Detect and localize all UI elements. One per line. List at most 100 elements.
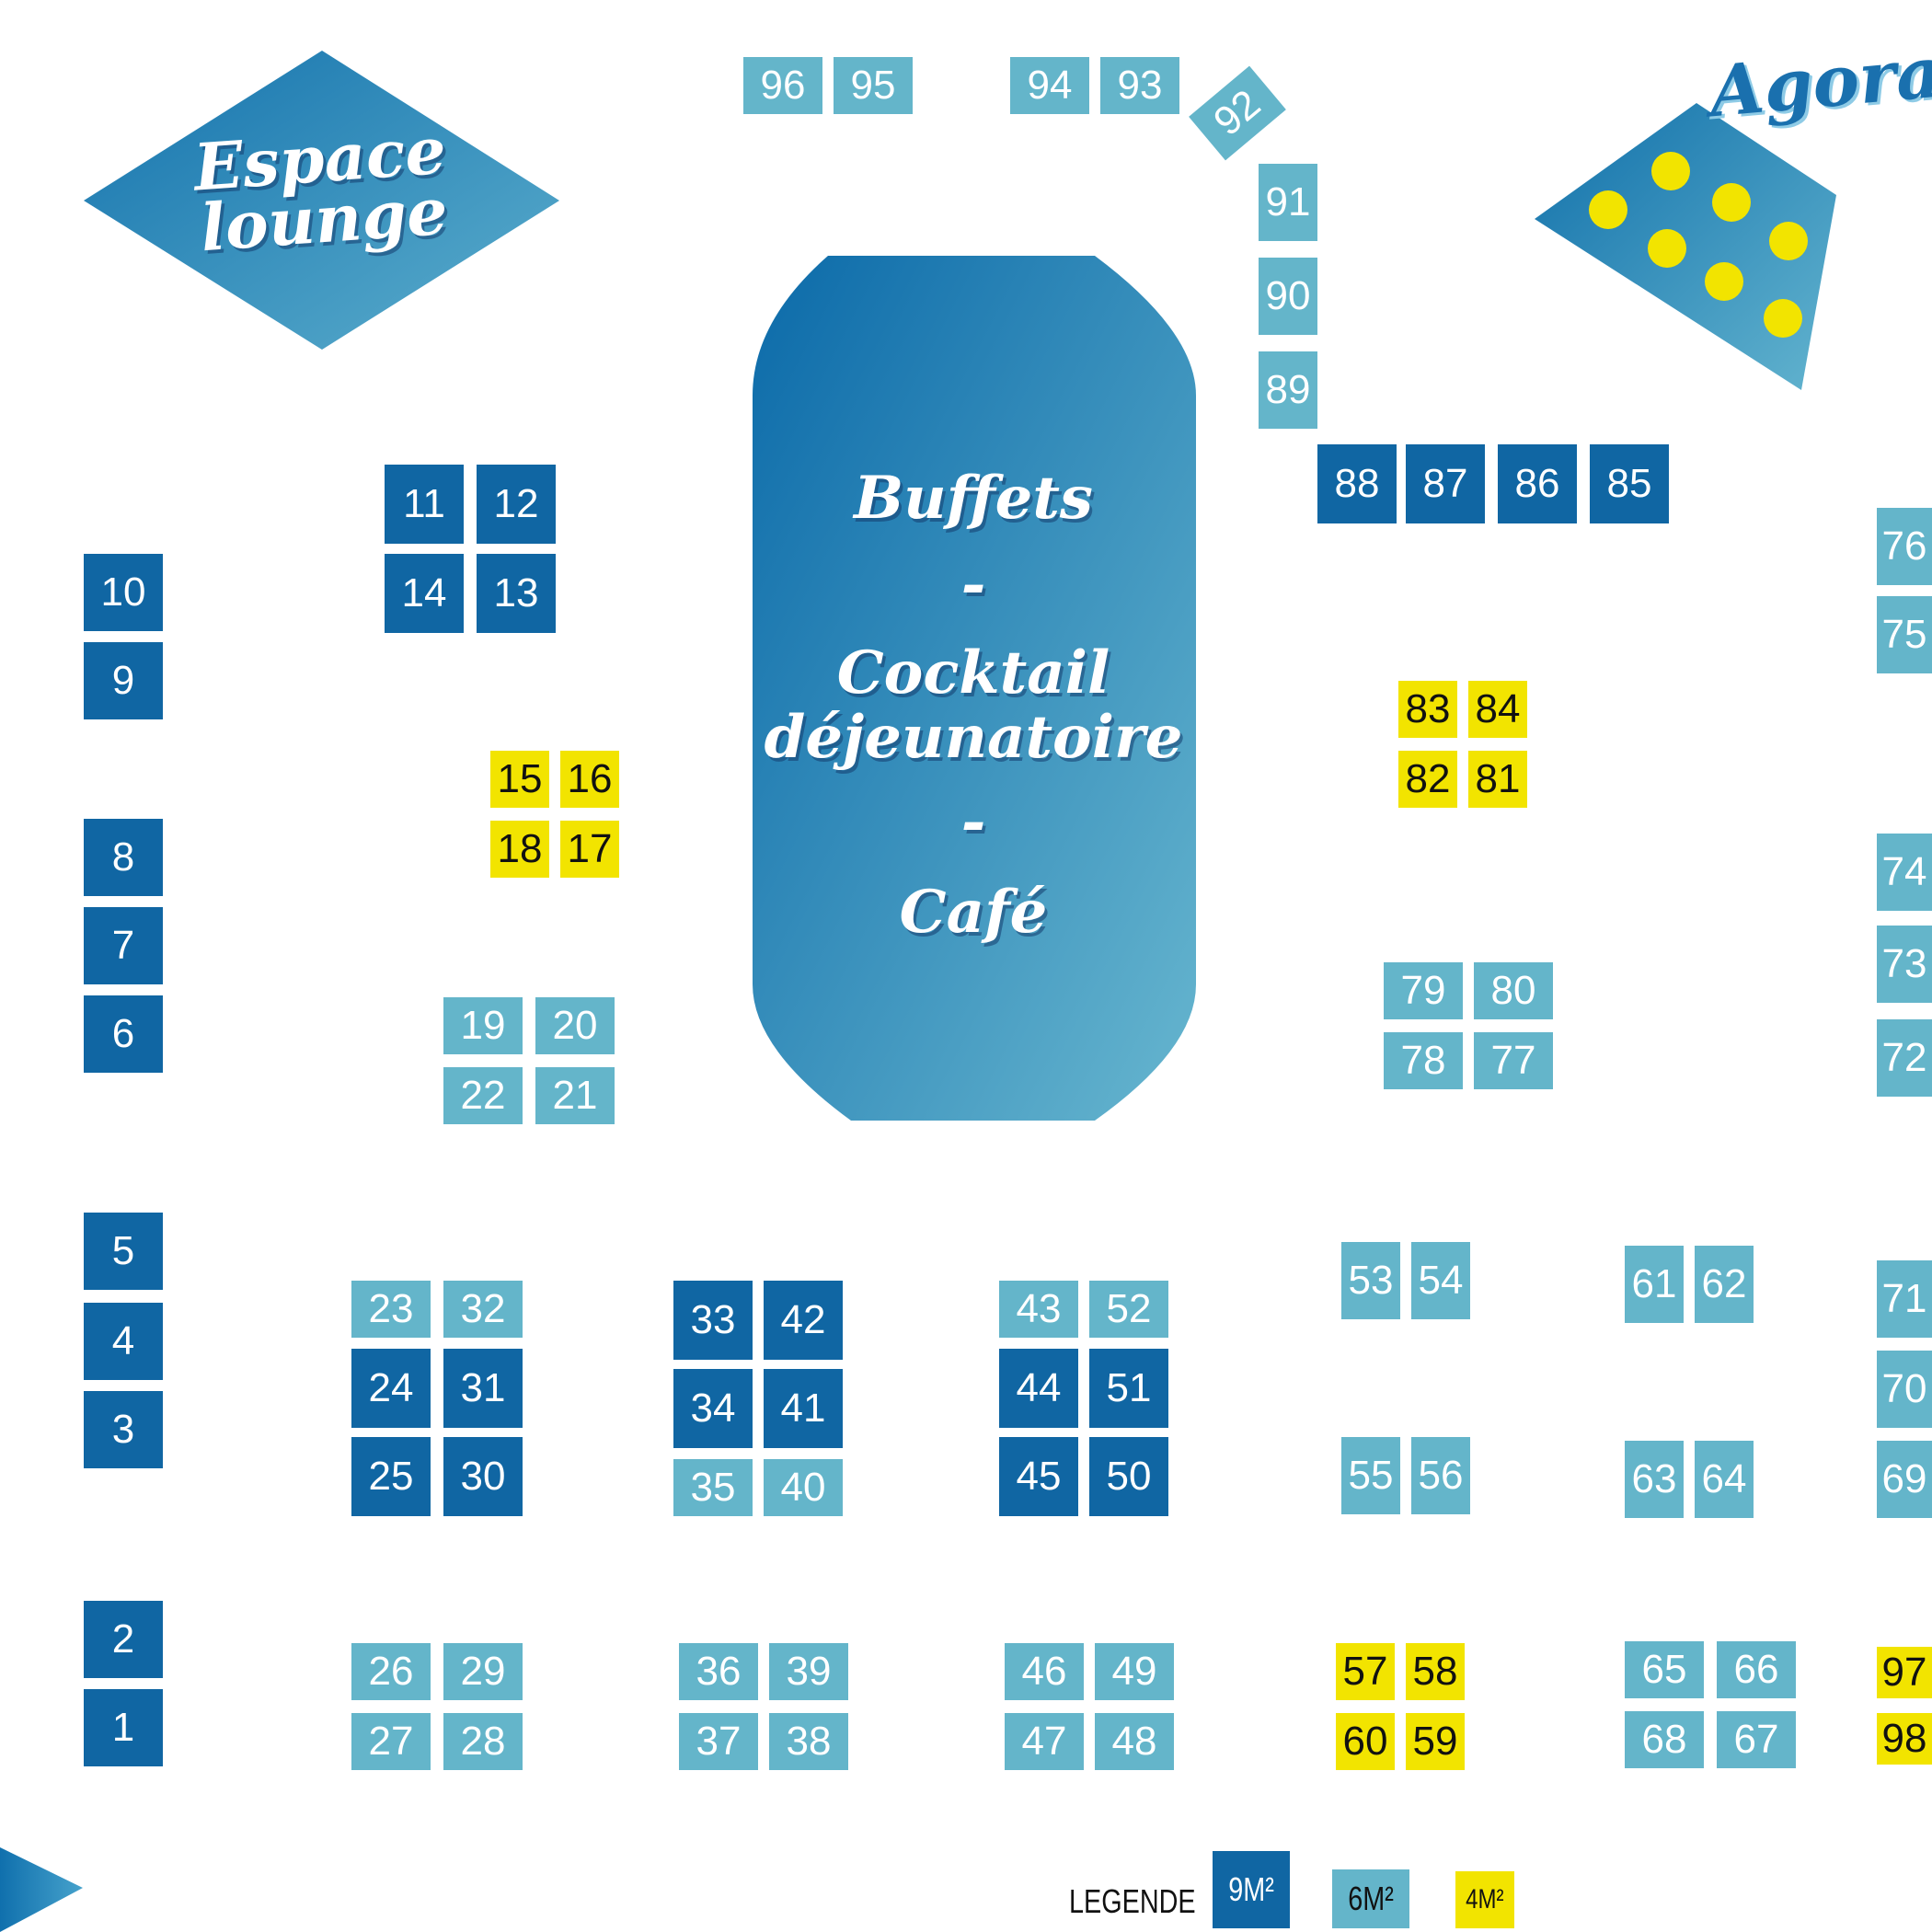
booth-52: 52 (1089, 1281, 1168, 1338)
booth-98: 98 (1877, 1713, 1932, 1765)
booth-7: 7 (84, 907, 163, 984)
booth-39: 39 (769, 1643, 848, 1700)
booth-69: 69 (1877, 1441, 1932, 1518)
legend-9m2: 9M² (1213, 1851, 1290, 1928)
booth-38: 38 (769, 1713, 848, 1770)
booth-80: 80 (1474, 962, 1553, 1019)
booth-82: 82 (1398, 751, 1457, 808)
booth-34: 34 (673, 1369, 753, 1448)
booth-20: 20 (535, 997, 615, 1054)
booth-60: 60 (1336, 1713, 1395, 1770)
booth-68: 68 (1625, 1711, 1704, 1768)
booth-21: 21 (535, 1067, 615, 1124)
agora-seat (1705, 262, 1743, 301)
agora-seat (1764, 299, 1802, 338)
booth-10: 10 (84, 554, 163, 631)
booth-87: 87 (1406, 444, 1485, 523)
booth-32: 32 (443, 1281, 523, 1338)
buffet-zone (753, 256, 1196, 1121)
booth-5: 5 (84, 1213, 163, 1290)
booth-64: 64 (1695, 1441, 1754, 1518)
buffet-label-line3: déjeunatoire (764, 703, 1183, 772)
booth-96: 96 (743, 57, 822, 114)
buffet-label-line2: Cocktail (836, 638, 1110, 707)
agora-seat (1589, 190, 1627, 229)
lounge-zone (84, 51, 559, 350)
buffet-label-line1: Buffets (854, 464, 1093, 533)
legend-4m2-label: 4M² (1466, 1884, 1504, 1915)
booth-93: 93 (1100, 57, 1179, 114)
booth-46: 46 (1005, 1643, 1084, 1700)
booth-88: 88 (1317, 444, 1397, 523)
booth-24: 24 (351, 1349, 431, 1428)
booth-3: 3 (84, 1391, 163, 1468)
booth-14: 14 (385, 554, 464, 633)
booth-97: 97 (1877, 1647, 1932, 1698)
booth-37: 37 (679, 1713, 758, 1770)
booth-8: 8 (84, 819, 163, 896)
booth-1: 1 (84, 1689, 163, 1766)
booth-45: 45 (999, 1437, 1078, 1516)
lounge-label-line2: lounge (198, 172, 451, 267)
agora-label: Agora (1706, 30, 1932, 133)
booth-84: 84 (1468, 681, 1527, 738)
agora-seats (1589, 152, 1808, 338)
booth-79: 79 (1384, 962, 1463, 1019)
booth-59: 59 (1406, 1713, 1465, 1770)
buffet-label-dash2: - (960, 788, 986, 857)
agora-seat (1769, 222, 1808, 260)
booth-55: 55 (1341, 1437, 1400, 1514)
booth-16: 16 (560, 751, 619, 808)
booth-83: 83 (1398, 681, 1457, 738)
booth-74: 74 (1877, 834, 1932, 911)
booth-35: 35 (673, 1459, 753, 1516)
booth-54: 54 (1411, 1242, 1470, 1319)
booth-51: 51 (1089, 1349, 1168, 1428)
booth-95: 95 (834, 57, 913, 114)
booth-61: 61 (1625, 1246, 1684, 1323)
booth-50: 50 (1089, 1437, 1168, 1516)
legend-6m2-label: 6M² (1348, 1880, 1394, 1917)
booth-23: 23 (351, 1281, 431, 1338)
booth-56: 56 (1411, 1437, 1470, 1514)
booth-76: 76 (1877, 508, 1932, 585)
agora-seat (1712, 183, 1751, 222)
booth-44: 44 (999, 1349, 1078, 1428)
booth-81: 81 (1468, 751, 1527, 808)
booth-41: 41 (764, 1369, 843, 1448)
booth-49: 49 (1095, 1643, 1174, 1700)
booth-4: 4 (84, 1303, 163, 1380)
legend-6m2: 6M² (1332, 1869, 1409, 1928)
booth-48: 48 (1095, 1713, 1174, 1770)
booth-27: 27 (351, 1713, 431, 1770)
booth-65: 65 (1625, 1641, 1704, 1698)
booth-57: 57 (1336, 1643, 1395, 1700)
booth-43: 43 (999, 1281, 1078, 1338)
booth-89: 89 (1259, 351, 1317, 429)
agora-seat (1651, 152, 1690, 190)
booth-40: 40 (764, 1459, 843, 1516)
booth-78: 78 (1384, 1032, 1463, 1089)
lounge-label: Espace lounge (190, 112, 455, 267)
booth-62: 62 (1695, 1246, 1754, 1323)
booth-9: 9 (84, 642, 163, 719)
buffet-label-dash1: - (960, 550, 986, 619)
buffet-label-line4: Café (899, 878, 1048, 947)
booth-77: 77 (1474, 1032, 1553, 1089)
legend-title: LEGENDE (1069, 1882, 1196, 1920)
booth-6: 6 (84, 995, 163, 1073)
booth-85: 85 (1590, 444, 1669, 523)
booth-94: 94 (1010, 57, 1089, 114)
booth-12: 12 (477, 465, 556, 544)
booth-58: 58 (1406, 1643, 1465, 1700)
agora-seat (1648, 229, 1686, 268)
legend-4m2: 4M² (1455, 1871, 1514, 1928)
booth-71: 71 (1877, 1260, 1932, 1338)
booth-18: 18 (490, 821, 549, 878)
booth-17: 17 (560, 821, 619, 878)
booth-91: 91 (1259, 164, 1317, 241)
booth-66: 66 (1717, 1641, 1796, 1698)
booth-28: 28 (443, 1713, 523, 1770)
booth-22: 22 (443, 1067, 523, 1124)
booth-26: 26 (351, 1643, 431, 1700)
